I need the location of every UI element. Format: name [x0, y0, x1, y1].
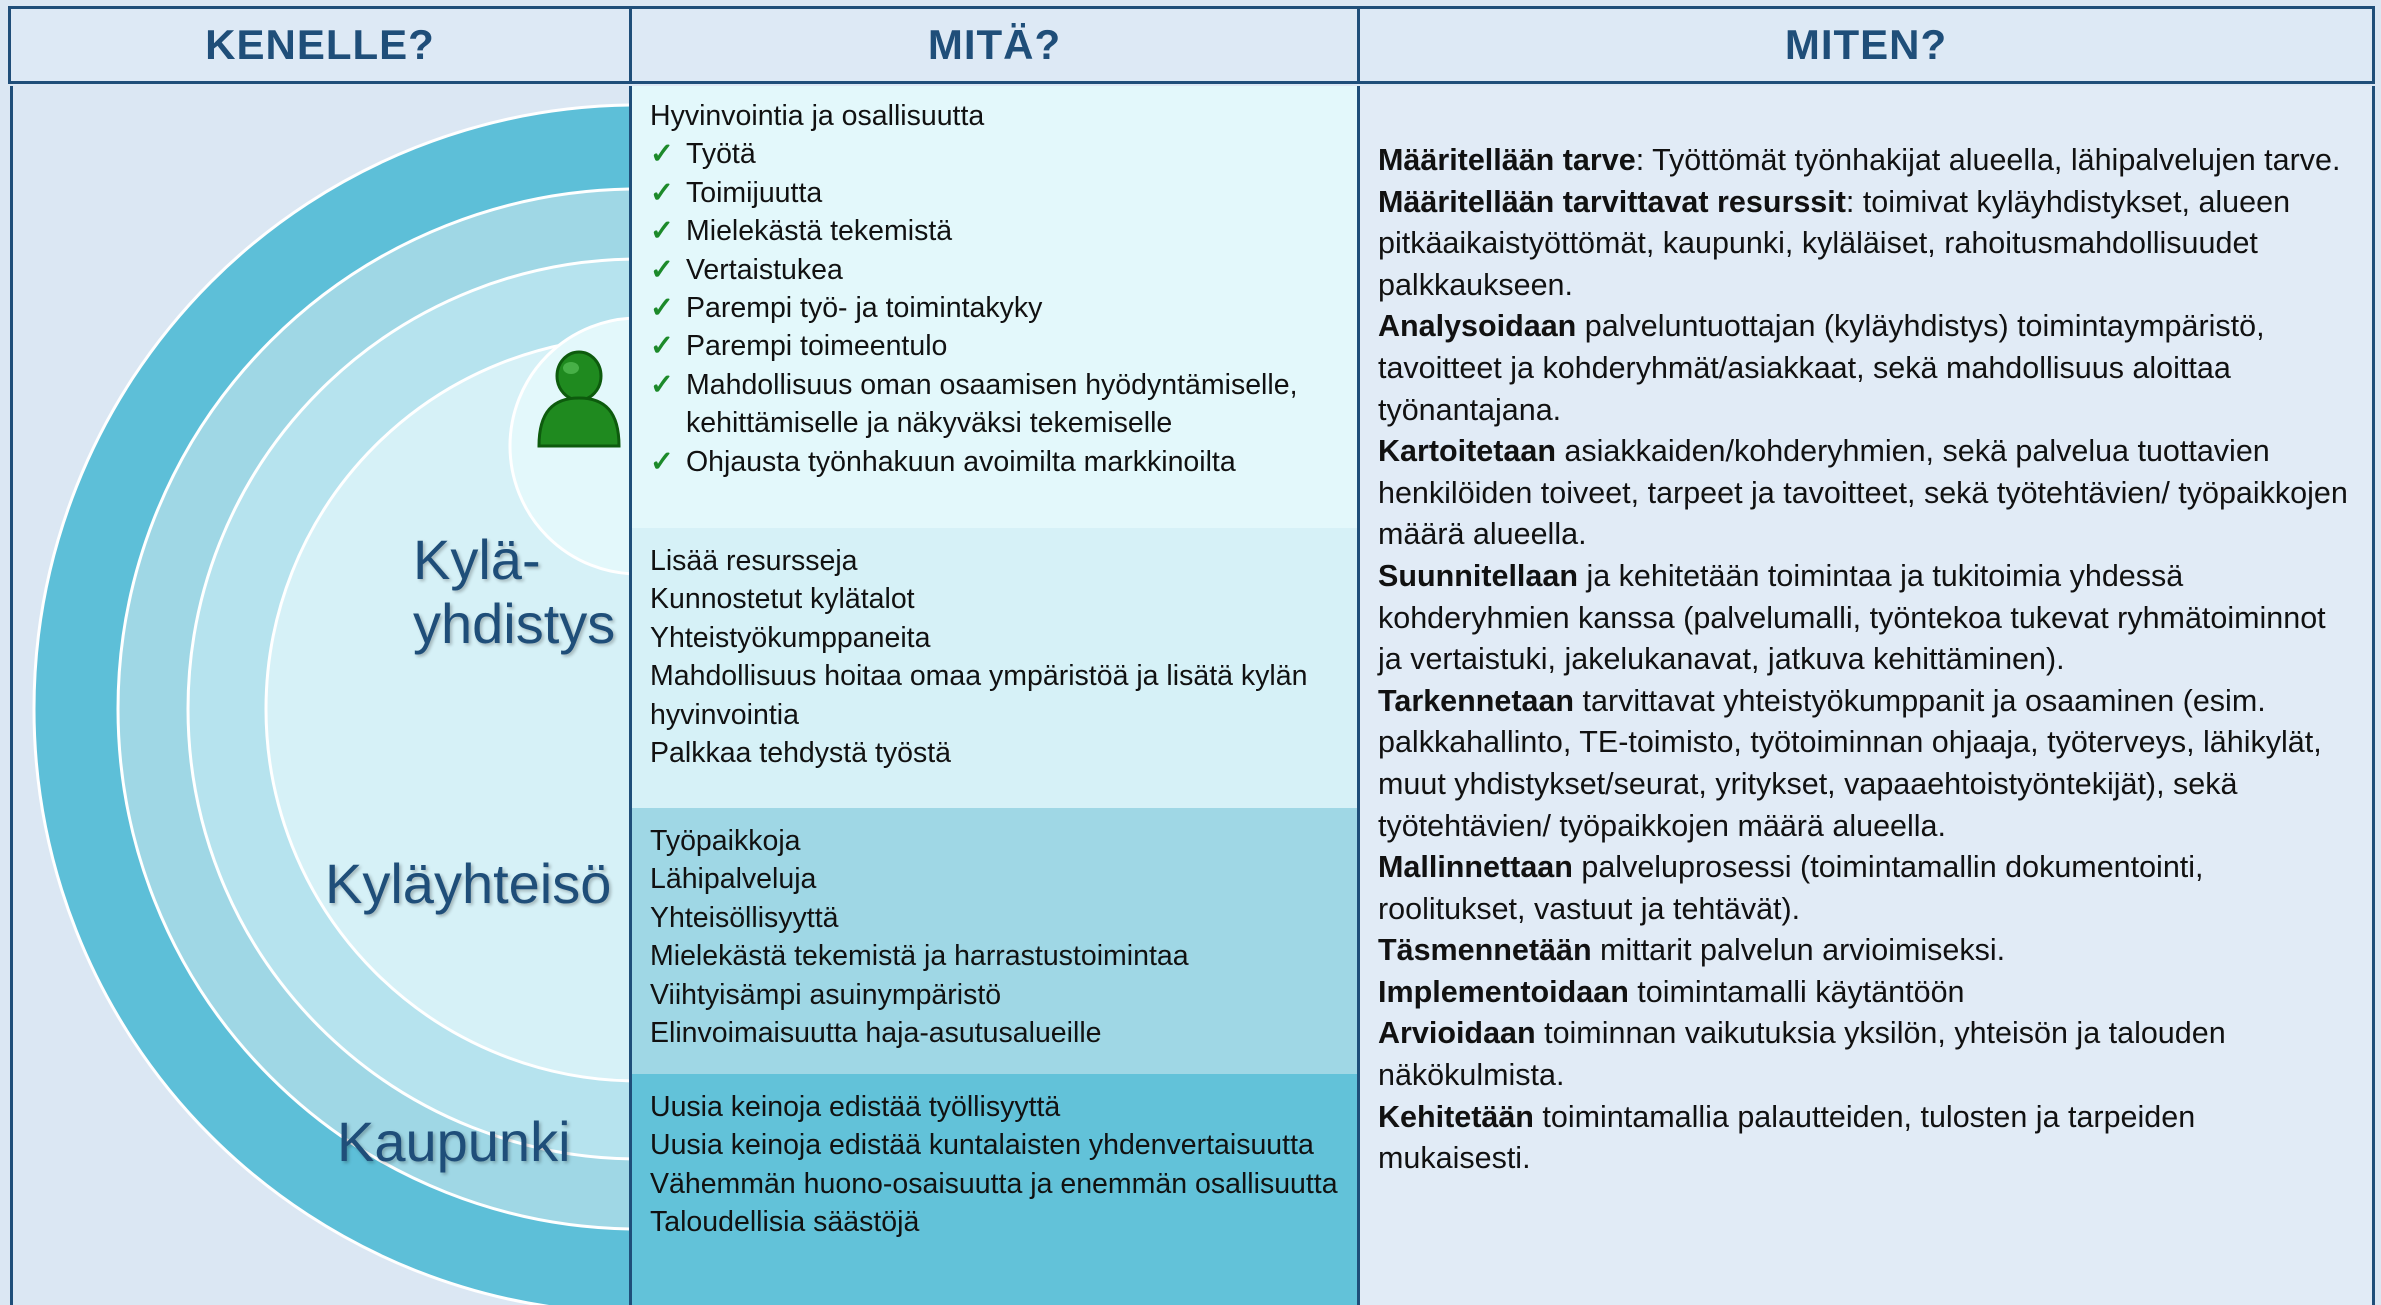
how-step: Suunnitellaan ja kehitetään toimintaa ja… [1378, 556, 2356, 681]
how-step-text: palveluntuottajan (kyläyhdistys) toimint… [1378, 309, 2265, 427]
how-step-text: asiakkaiden/kohderyhmien, sekä palvelua … [1378, 434, 2348, 552]
how-step: Implementoidaan toimintamalli käytäntöön [1378, 972, 2356, 1014]
checklist-item-text: Toimijuutta [686, 176, 823, 209]
how-step: Kartoitetaan asiakkaiden/kohderyhmien, s… [1378, 431, 2356, 556]
how-step: Täsmennetään mittarit palvelun arvioimis… [1378, 930, 2356, 972]
checklist-item: ✓ Työtä [650, 135, 1339, 173]
what-village-item: Viihtyisämpi asuinympäristö [650, 978, 1002, 1011]
how-step: Arvioidaan toiminnan vaikutuksia yksilön… [1378, 1013, 2356, 1096]
how-step-keyword: Tarkennetaan [1378, 683, 1575, 718]
how-step-text: mittarit palvelun arvioimiseksi. [1591, 933, 2006, 968]
checklist-item-text: Ohjausta työnhakuun avoimilta markkinoil… [686, 445, 1236, 478]
checklist-item-text: Vertaistukea [686, 253, 843, 286]
what-association-item: Kunnostetut kylätalot [650, 583, 915, 616]
what-city-item: Vähemmän huono-osaisuutta ja enemmän osa… [650, 1167, 1338, 1200]
what-village-item: Työpaikkoja [650, 825, 801, 857]
header-how-label: MITEN? [1784, 21, 1948, 68]
how-step: Kehitetään toimintamallia palautteiden, … [1378, 1097, 2356, 1180]
how-step-keyword: Täsmennetään [1378, 933, 1592, 968]
how-step-keyword: Määritellään tarvittavat resurssit [1378, 184, 1846, 219]
what-city-item: Uusia keinoja edistää työllisyyttä [650, 1091, 1061, 1123]
checklist-item-text: Mahdollisuus oman osaamisen hyödyntämise… [686, 368, 1298, 440]
what-village-item: Lähipalveluja [650, 863, 817, 896]
how-step-text: toimintamallia palautteiden, tulosten ja… [1378, 1099, 2196, 1176]
checklist-item-text: Parempi toimeentulo [686, 330, 948, 363]
how-step: Tarkennetaan tarvittavat yhteistyökumppa… [1378, 681, 2356, 847]
how-step-keyword: Määritellään tarve [1378, 143, 1636, 177]
checklist-item-text: Työtä [686, 138, 756, 171]
checkmark-icon: ✓ [650, 138, 674, 171]
ring-label-association: Kylä- yhdistys [413, 528, 615, 657]
how-step-keyword: Analysoidaan [1378, 309, 1577, 344]
header-how: MITEN? [1357, 6, 2375, 84]
what-village-item: Elinvoimaisuutta haja-asutusalueille [650, 1017, 1102, 1050]
checklist-item: ✓ Ohjausta työnhakuun avoimilta markkinoi… [650, 443, 1339, 481]
checkmark-icon: ✓ [650, 330, 674, 363]
checklist-item: ✓ Mielekästä tekemistä [650, 212, 1339, 250]
what-association-item: Lisää resursseja [650, 545, 858, 577]
checkmark-icon: ✓ [650, 176, 674, 209]
how-column: Määritellään tarve: Työttömät työnhakija… [1360, 86, 2375, 1305]
how-step-keyword: Kartoitetaan [1378, 434, 1556, 469]
what-city-item: Taloudellisia säästöjä [650, 1206, 920, 1239]
checkmark-icon: ✓ [650, 292, 674, 325]
checkmark-icon: ✓ [650, 253, 674, 286]
checkmark-icon: ✓ [650, 445, 674, 478]
checklist-item: ✓ Parempi työ- ja toimintakyky [650, 289, 1339, 327]
what-individual-title: Hyvinvointia ja osallisuutta [650, 100, 985, 132]
header-what-label: MITÄ? [927, 21, 1062, 68]
how-step-keyword: Mallinnettaan [1378, 850, 1573, 885]
what-association-item: Mahdollisuus hoitaa omaa ympäristöä ja l… [650, 660, 1308, 731]
how-step-text: toimintamalli käytäntöön [1628, 974, 1965, 1009]
checklist-item: ✓ Parempi toimeentulo [650, 327, 1339, 365]
what-village-item: Mielekästä tekemistä ja harrastustoimint… [650, 940, 1189, 973]
how-step-keyword: Arvioidaan [1378, 1016, 1536, 1051]
how-step-text: toiminnan vaikutuksia yksilön, yhteisön … [1378, 1016, 2226, 1093]
who-column: Kylä- yhdistys Kyläyhteisö Kaupunki [10, 86, 630, 1305]
what-association-item: Palkkaa tehdystä työstä [650, 737, 952, 770]
checkmark-icon: ✓ [650, 368, 674, 401]
ring-label-village: Kyläyhteisö [325, 852, 612, 915]
how-step-keyword: Kehitetään [1378, 1099, 1534, 1134]
how-step: Mallinnettaan palveluprosessi (toimintam… [1378, 847, 2356, 930]
what-city-item: Uusia keinoja edistää kuntalaisten yhden… [650, 1129, 1314, 1162]
how-step-keyword: Implementoidaan [1378, 974, 1629, 1009]
person-icon [537, 350, 621, 448]
header-what: MITÄ? [629, 6, 1360, 84]
checkmark-icon: ✓ [650, 215, 674, 248]
what-association-item: Yhteistyökumppaneita [650, 621, 931, 654]
checklist-item: ✓ Toimijuutta [650, 174, 1339, 212]
how-step: Määritellään tarvittavat resurssit: toim… [1378, 182, 2356, 307]
how-step-text: tarvittavat yhteistyökumppanit ja osaami… [1378, 683, 2322, 843]
checklist-item-text: Parempi työ- ja toimintakyky [686, 292, 1043, 325]
how-step-text: : toimivat kyläyhdistykset, alueen pitkä… [1378, 184, 2291, 302]
ring-label-association-line2: yhdistys [413, 592, 616, 656]
header-who: KENELLE? [8, 6, 632, 84]
what-village-item: Yhteisöllisyyttä [650, 901, 839, 934]
ring-label-association-line1: Kylä- [413, 528, 541, 591]
what-individual-checklist: ✓Työtä✓Toimijuutta✓Mielekästä tekemistä✓… [650, 135, 1339, 481]
checklist-item: ✓ Mahdollisuus oman osaamisen hyödyntämis… [650, 366, 1339, 443]
how-step-keyword: Suunnitellaan [1378, 558, 1578, 593]
what-column: Hyvinvointia ja osallisuutta ✓ Työtä ✓ Toim… [629, 86, 1360, 1305]
how-step: Määritellään tarve: Työttömät työnhakija… [1378, 140, 2356, 182]
how-step-text: palveluprosessi (toimintamallin dokument… [1378, 850, 2204, 926]
checklist-item: ✓ Vertaistukea [650, 251, 1339, 289]
how-step-text: : Työttömät työnhakijat alueella, lähipa… [1635, 143, 2341, 177]
concentric-rings-diagram [32, 103, 630, 1305]
what-individual-section: Hyvinvointia ja osallisuutta ✓ Työtä ✓ Toim… [632, 86, 1357, 528]
header-who-label: KENELLE? [205, 21, 435, 68]
checklist-item-text: Mielekästä tekemistä [686, 215, 953, 248]
ring-label-city: Kaupunki [337, 1110, 571, 1173]
how-step: Analysoidaan palveluntuottajan (kyläyhdi… [1378, 306, 2356, 431]
how-step-text: ja kehitetään toimintaa ja tukitoimia yh… [1378, 558, 2326, 677]
